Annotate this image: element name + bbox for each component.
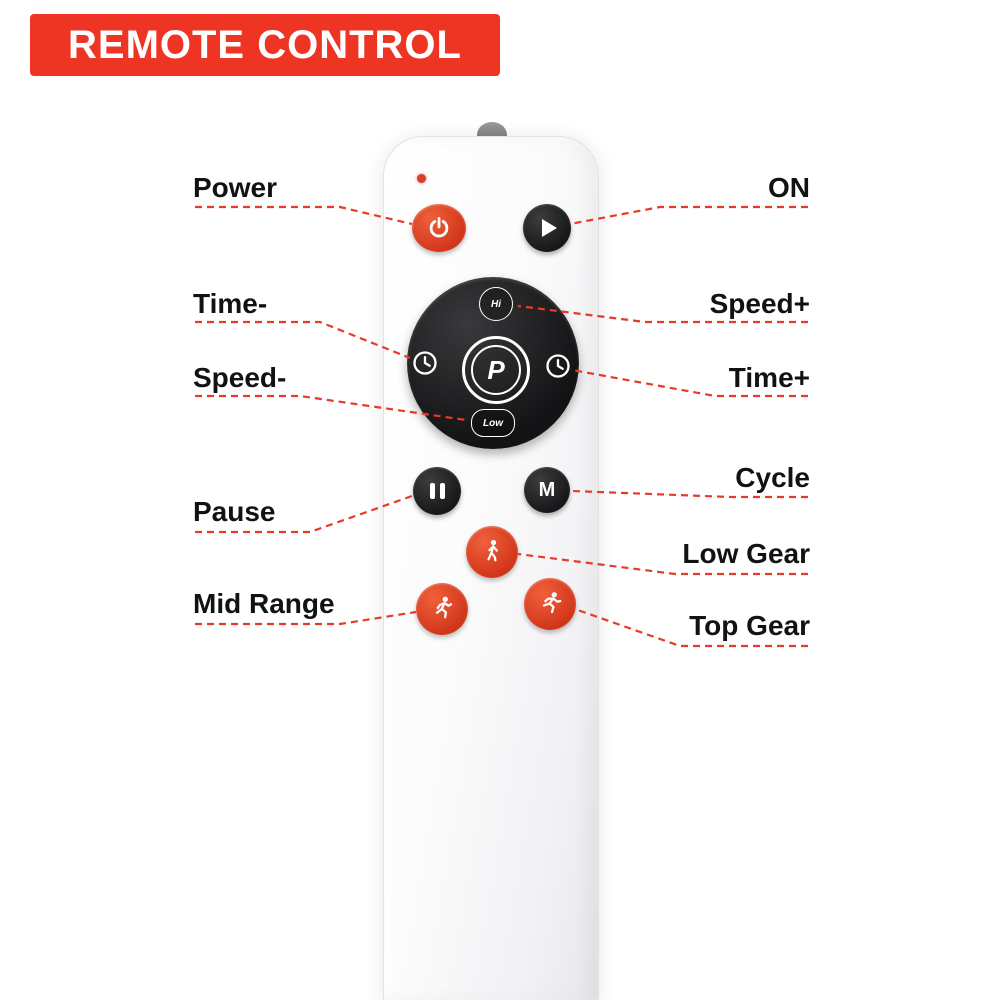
on-button[interactable] (523, 204, 571, 252)
walking-person-icon (487, 539, 498, 562)
speed-hi-button[interactable]: Hi (479, 287, 513, 321)
running-person-icon (435, 596, 453, 619)
mid-range-button[interactable] (416, 583, 468, 635)
callout-low-gear: Low Gear (682, 538, 810, 569)
callout-speed-plus: Speed+ (709, 288, 810, 319)
pause-button[interactable] (413, 467, 461, 515)
callout-power: Power (193, 172, 278, 203)
pause-icon (429, 483, 435, 499)
page-title: REMOTE CONTROL (68, 22, 462, 67)
led-indicator (417, 174, 426, 183)
top-gear-button[interactable] (524, 578, 576, 630)
brand-logo-letter: P (487, 354, 505, 385)
play-icon (542, 219, 557, 237)
low-gear-button[interactable] (466, 526, 518, 578)
callout-time-minus: Time- (193, 288, 268, 319)
mode-label: M (538, 478, 556, 501)
callout-time-plus: Time+ (728, 362, 810, 393)
dial-pad: Hi Low P (407, 277, 579, 449)
time-plus-clock-icon (546, 354, 570, 378)
callout-mid-range: Mid Range (193, 588, 335, 619)
callout-top-gear: Top Gear (689, 610, 810, 641)
speed-low-button[interactable]: Low (471, 409, 515, 437)
hi-label: Hi (491, 298, 501, 310)
title-banner: REMOTE CONTROL (30, 14, 500, 76)
center-logo-button[interactable]: P (462, 336, 530, 404)
low-label: Low (483, 417, 503, 429)
leader-time-minus (195, 320, 411, 360)
callout-cycle: Cycle (735, 462, 810, 493)
power-icon (429, 217, 449, 238)
leader-power (195, 205, 413, 226)
callout-speed-minus: Speed- (193, 362, 287, 393)
cycle-mode-button[interactable]: M (524, 467, 570, 513)
remote-body: Hi Low P (383, 136, 599, 1000)
brand-logo-ring: P (471, 345, 521, 395)
callout-pause: Pause (193, 496, 276, 527)
power-button[interactable] (412, 204, 466, 252)
time-minus-button[interactable] (410, 348, 440, 378)
leader-on (569, 205, 808, 226)
sprinting-person-icon (542, 592, 562, 614)
time-minus-clock-icon (413, 351, 437, 375)
callout-on: ON (768, 172, 810, 203)
time-plus-button[interactable] (543, 351, 573, 381)
